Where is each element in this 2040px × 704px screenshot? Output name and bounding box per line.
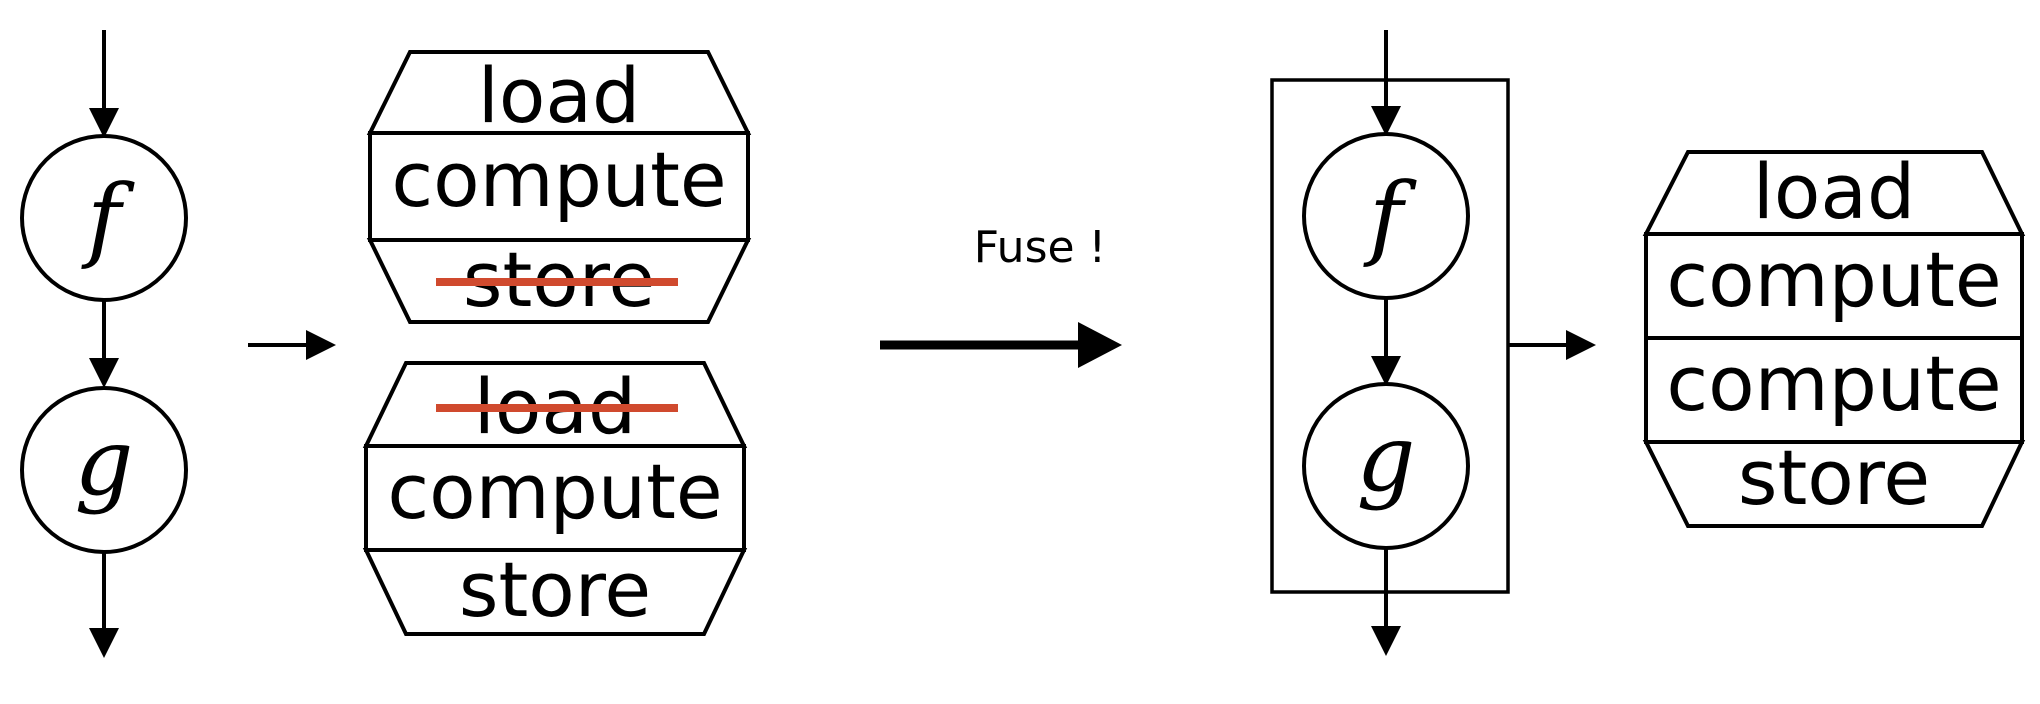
fused-store-label: store — [1738, 433, 1930, 522]
kernel-f-store-block — [366, 238, 752, 324]
kernel-g-compute-label: compute — [387, 447, 722, 536]
left-output-arrowhead — [89, 628, 119, 658]
fusion-group-box — [1270, 78, 1510, 594]
fused-kernel: load compute compute store — [1642, 147, 2026, 528]
right-node-f-label: f — [1363, 163, 1417, 270]
kernel-f-compute-label: compute — [391, 135, 726, 224]
fuse-arrowhead — [1078, 322, 1122, 368]
right-graph: f g — [1270, 30, 1510, 656]
left-node-g-label: g — [75, 409, 134, 516]
kernel-g-store-block — [362, 548, 748, 636]
fuse-arrow: Fuse ! — [880, 222, 1122, 368]
left-input-arrowhead — [89, 108, 119, 138]
right-mapping-arrow — [1508, 330, 1596, 360]
right-input-arrowhead — [1371, 106, 1401, 136]
fused-compute-1-label: compute — [1666, 235, 2001, 324]
kernel-g: load compute store — [362, 361, 748, 636]
right-f-to-g-arrowhead — [1371, 356, 1401, 386]
kernel-f: load compute store — [366, 50, 752, 324]
fused-load-label: load — [1753, 147, 1915, 236]
left-node-f-label: f — [81, 165, 135, 272]
right-mapping-arrowhead — [1566, 330, 1596, 360]
kernel-g-store-label: store — [459, 545, 651, 634]
left-f-to-g-arrowhead — [89, 358, 119, 388]
fused-compute-2-label: compute — [1666, 339, 2001, 428]
right-output-arrowhead — [1371, 626, 1401, 656]
left-graph: f g — [20, 30, 188, 658]
fused-store-block — [1642, 440, 2026, 528]
left-mapping-arrow — [248, 330, 336, 360]
fuse-label: Fuse ! — [974, 222, 1106, 273]
kernel-f-load-label: load — [478, 51, 640, 140]
left-mapping-arrowhead — [306, 330, 336, 360]
right-node-g-label: g — [1357, 405, 1416, 512]
